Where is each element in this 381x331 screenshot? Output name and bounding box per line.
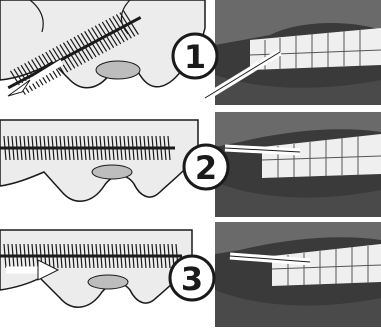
step-number: 3 bbox=[181, 260, 203, 298]
step-number-badge-icon: 1 bbox=[173, 34, 217, 78]
step-2-illustration: 2 bbox=[0, 112, 381, 217]
step-number: 1 bbox=[184, 38, 206, 76]
teeth-photo bbox=[215, 222, 381, 327]
step-2-panel: 2 bbox=[0, 112, 381, 217]
step-3-panel: 3 bbox=[0, 222, 381, 327]
teeth-photo bbox=[205, 0, 381, 105]
step-1-panel: 1 bbox=[0, 0, 381, 105]
step-number-badge-icon: 2 bbox=[184, 145, 228, 189]
step-number: 2 bbox=[195, 149, 217, 187]
step-1-illustration: 1 bbox=[0, 0, 381, 105]
teeth-photo bbox=[215, 112, 381, 217]
step-number-badge-icon: 3 bbox=[170, 256, 214, 300]
step-3-illustration: 3 bbox=[0, 222, 381, 327]
tooth-cross-section bbox=[0, 112, 210, 217]
